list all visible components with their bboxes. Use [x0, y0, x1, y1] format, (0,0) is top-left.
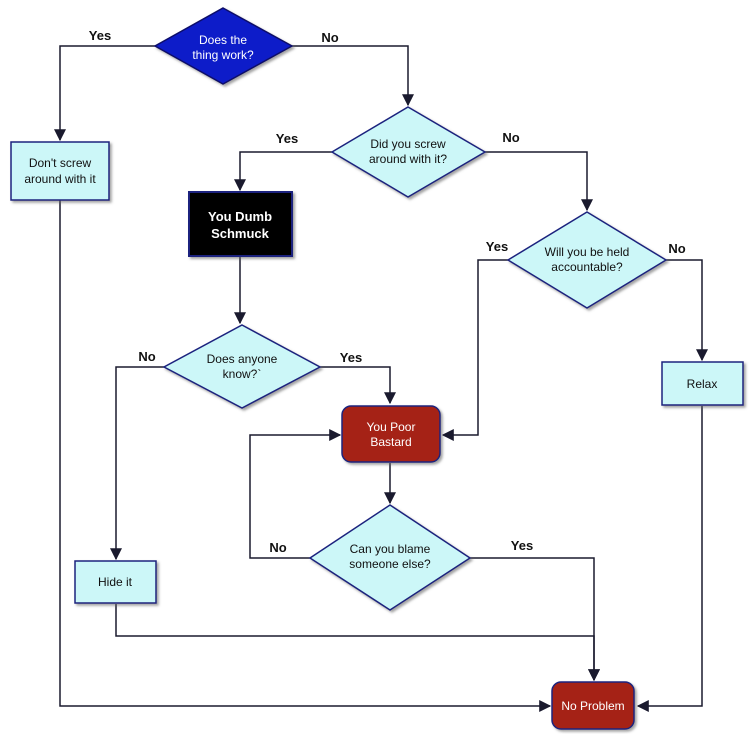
edge-acc-no	[666, 259, 708, 362]
node-label: Relax	[687, 377, 718, 391]
node-label: around with it?	[369, 152, 447, 166]
node-label: No Problem	[561, 699, 624, 713]
node-label: know?`	[223, 367, 262, 381]
node-label: Bastard	[370, 435, 411, 449]
edge-label-acc-yes: Yes	[486, 239, 508, 254]
terminal-no-problem: No Problem	[551, 681, 635, 730]
edge-hide-noproblem	[115, 604, 600, 682]
terminal-you-dumb-schmuck: You Dumb Schmuck	[188, 191, 293, 257]
decision-diamond	[308, 504, 472, 611]
process-box	[10, 141, 110, 201]
node-label: Does the	[199, 33, 247, 47]
edge-label-work-no: No	[321, 30, 338, 45]
terminal-you-poor-bastard: You Poor Bastard	[341, 405, 441, 463]
node-label: Hide it	[98, 575, 133, 589]
decision-diamond	[506, 211, 668, 309]
edge-label-know-yes: Yes	[340, 350, 362, 365]
node-label: You Poor	[367, 420, 416, 434]
edge-know-no	[110, 366, 164, 561]
node-label: accountable?	[551, 260, 623, 274]
node-label: Schmuck	[211, 226, 270, 241]
node-label: You Dumb	[208, 209, 272, 224]
edge-screw-yes	[234, 151, 332, 192]
process-box	[74, 560, 157, 604]
start-diamond	[153, 7, 294, 85]
edge-labels: Yes No Yes No Yes No No Yes No Yes	[89, 28, 686, 555]
decision-did-you-screw-around: Did you screw around with it?	[330, 106, 487, 198]
edge-label-blame-no: No	[269, 540, 286, 555]
decision-will-you-be-held-accountable: Will you be held accountable?	[506, 211, 668, 309]
edge-label-blame-yes: Yes	[511, 538, 533, 553]
edge-know-yes	[320, 366, 396, 405]
decision-diamond	[330, 106, 487, 198]
edge-dontscrew-noproblem	[59, 200, 552, 712]
edge-label-work-yes: Yes	[89, 28, 111, 43]
decision-can-you-blame-someone-else: Can you blame someone else?	[308, 504, 472, 611]
red-box	[341, 405, 441, 463]
process-hide-it: Hide it	[74, 560, 157, 604]
edge-work-yes	[54, 45, 155, 142]
edge-work-no	[292, 45, 414, 107]
node-label: around with it	[24, 172, 96, 186]
edge-blame-yes	[470, 557, 600, 682]
connectors	[54, 45, 708, 712]
process-dont-screw-around: Don't screw around with it	[10, 141, 110, 201]
edge-blame-no	[249, 429, 342, 559]
edge-label-screw-yes: Yes	[276, 131, 298, 146]
process-box	[661, 361, 744, 406]
edge-label-know-no: No	[138, 349, 155, 364]
process-relax: Relax	[661, 361, 744, 406]
node-label: Don't screw	[29, 156, 92, 170]
edge-acc-yes	[441, 259, 508, 441]
edge-label-screw-no: No	[502, 130, 519, 145]
black-box	[188, 191, 293, 257]
node-label: Does anyone	[207, 352, 278, 366]
edge-relax-noproblem	[636, 406, 703, 712]
node-label: Did you screw	[370, 137, 446, 151]
decision-does-thing-work: Does the thing work?	[153, 7, 294, 85]
node-label: Can you blame	[350, 542, 431, 556]
node-label: thing work?	[192, 48, 254, 62]
decision-diamond	[162, 324, 322, 409]
edge-label-acc-no: No	[668, 241, 685, 256]
node-label: someone else?	[349, 557, 431, 571]
edge-screw-no	[485, 151, 593, 212]
decision-does-anyone-know: Does anyone know?`	[162, 324, 322, 409]
red-box	[551, 681, 635, 730]
node-label: Will you be held	[545, 245, 630, 259]
